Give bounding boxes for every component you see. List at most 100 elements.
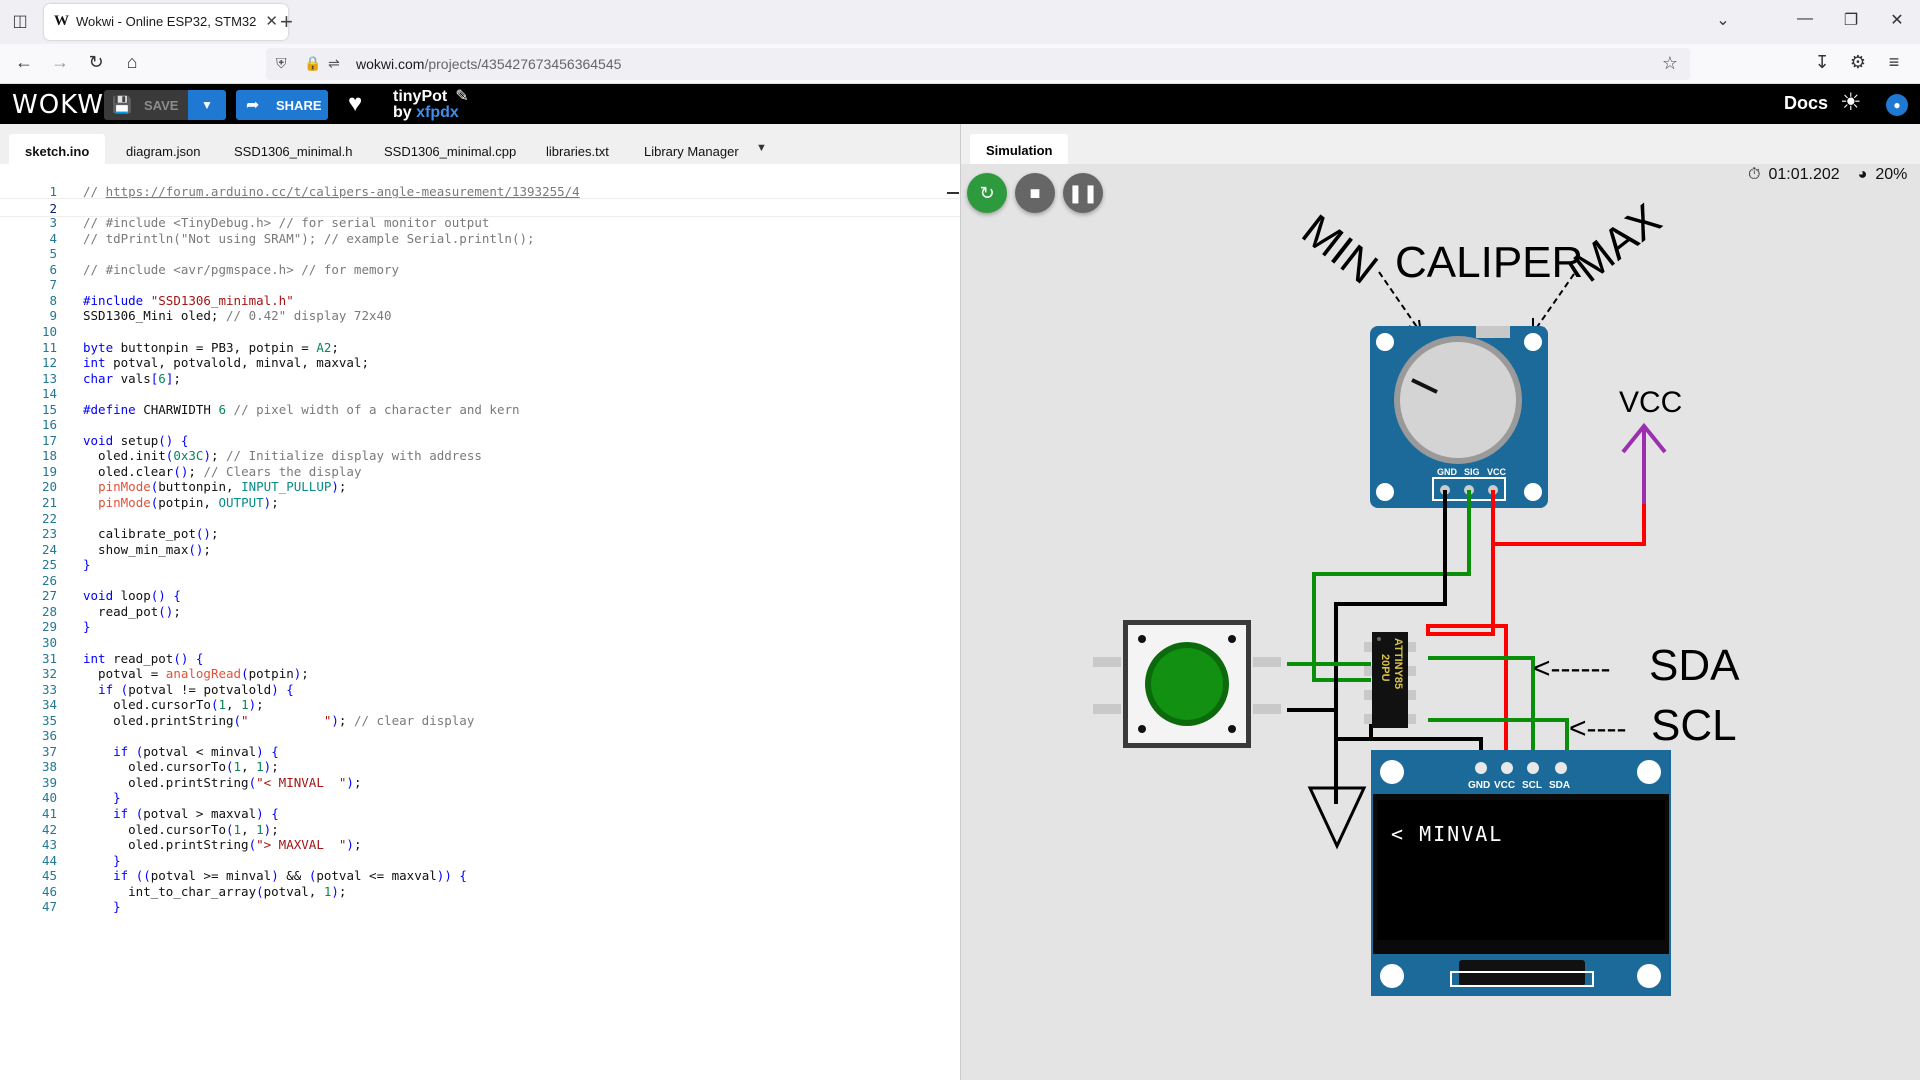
wokwi-logo[interactable]: WOKWi xyxy=(12,90,112,120)
code-text[interactable]: if (potval != potvalold) { xyxy=(98,681,294,697)
code-line[interactable]: 42 oled.cursorTo(1, 1); xyxy=(0,820,960,839)
code-text[interactable]: } xyxy=(113,899,121,915)
code-text[interactable]: } xyxy=(113,790,121,806)
theme-sun-icon[interactable]: ☀ xyxy=(1840,89,1862,116)
code-line[interactable]: 19 oled.clear(); // Clears the display xyxy=(0,462,960,481)
restore-icon[interactable]: ❐ xyxy=(1843,12,1859,29)
circuit-canvas[interactable]: MIN CALIPER MAX GND SIG VCC xyxy=(961,164,1920,1080)
code-line[interactable]: 39 oled.printString("< MINVAL "); xyxy=(0,773,960,792)
code-text[interactable]: oled.cursorTo(1, 1); xyxy=(83,697,264,713)
code-text[interactable]: void loop() { xyxy=(83,588,181,604)
code-line[interactable]: 32 potval = analogRead(potpin); xyxy=(0,664,960,683)
code-text[interactable]: if (potval > maxval) { xyxy=(113,806,279,821)
code-line[interactable]: 47 } xyxy=(0,897,960,916)
code-line[interactable]: 44 } xyxy=(0,851,960,870)
code-text[interactable]: SSD1306_Mini oled; // 0.42" display 72x4… xyxy=(83,308,392,324)
tab-ssd1306-h[interactable]: SSD1306_minimal.h xyxy=(234,144,353,159)
code-line[interactable]: 3// #include <TinyDebug.h> // for serial… xyxy=(0,213,960,232)
wire-button-black[interactable] xyxy=(1287,708,1338,804)
edit-pencil-icon[interactable]: ✎ xyxy=(455,88,469,105)
code-line[interactable]: 15#define CHARWIDTH 6 // pixel width of … xyxy=(0,400,960,419)
code-text[interactable]: oled.printString("< MINVAL "); xyxy=(83,774,362,790)
code-text[interactable]: oled.cursorTo(1, 1); xyxy=(83,759,279,775)
save-button[interactable]: 💾 SAVE xyxy=(104,90,188,120)
like-heart-icon[interactable]: ♥ xyxy=(348,90,363,117)
code-line[interactable]: 34 oled.cursorTo(1, 1); xyxy=(0,695,960,714)
code-text[interactable]: char vals[6]; xyxy=(83,370,181,386)
pushbutton-cap[interactable] xyxy=(1151,648,1223,720)
code-line[interactable]: 43 oled.printString("> MAXVAL "); xyxy=(0,835,960,854)
code-text[interactable]: // tdPrintln("Not using SRAM"); // examp… xyxy=(83,230,535,246)
code-text[interactable]: oled.clear(); // Clears the display xyxy=(83,463,362,479)
code-line[interactable]: 14 xyxy=(0,384,960,403)
code-line[interactable]: 1// https://forum.arduino.cc/t/calipers-… xyxy=(0,182,960,201)
code-text[interactable]: } xyxy=(83,619,91,635)
code-line[interactable]: 33 if (potval != potvalold) { xyxy=(0,680,960,699)
code-line[interactable]: 46 int_to_char_array(potval, 1); xyxy=(0,882,960,901)
project-title[interactable]: tinyPot✎ xyxy=(393,88,469,105)
wire-sda-green[interactable] xyxy=(1428,656,1535,774)
code-line[interactable]: 38 oled.cursorTo(1, 1); xyxy=(0,757,960,776)
pot-knob[interactable] xyxy=(1400,342,1516,458)
code-line[interactable]: 28 read_pot(); xyxy=(0,602,960,621)
close-window-icon[interactable]: ✕ xyxy=(1890,12,1904,29)
minimize-icon[interactable]: — xyxy=(1797,10,1813,27)
tab-library-manager[interactable]: Library Manager xyxy=(644,144,739,159)
forward-icon[interactable]: → xyxy=(51,52,69,72)
new-tab-icon[interactable]: + xyxy=(280,9,293,34)
code-text[interactable]: // #include <TinyDebug.h> // for serial … xyxy=(83,215,490,231)
docs-link[interactable]: Docs xyxy=(1784,93,1829,113)
tab-libraries-txt[interactable]: libraries.txt xyxy=(546,144,609,159)
tab-diagram-json[interactable]: diagram.json xyxy=(126,144,201,159)
code-text[interactable]: calibrate_pot(); xyxy=(83,526,219,542)
tab-list-icon[interactable]: ◫ xyxy=(12,13,28,30)
code-line[interactable]: 5 xyxy=(0,244,960,263)
code-line[interactable]: 36 xyxy=(0,726,960,745)
code-text[interactable]: oled.cursorTo(1, 1); xyxy=(83,821,279,837)
list-all-tabs-icon[interactable]: ⌄ xyxy=(1716,12,1730,29)
code-text[interactable]: oled.init(0x3C); // Initialize display w… xyxy=(83,448,482,464)
tab-sketch-ino[interactable]: sketch.ino xyxy=(9,134,106,164)
restart-button[interactable]: ↻ xyxy=(967,173,1007,213)
code-line[interactable]: 26 xyxy=(0,571,960,590)
code-line[interactable]: 6// #include <avr/pgmspace.h> // for mem… xyxy=(0,260,960,279)
code-text[interactable]: } xyxy=(113,852,121,868)
code-text[interactable]: int potval, potvalold, minval, maxval; xyxy=(83,355,369,371)
code-text[interactable]: // #include <avr/pgmspace.h> // for memo… xyxy=(83,261,400,277)
code-line[interactable]: 21 pinMode(potpin, OUTPUT); xyxy=(0,493,960,512)
user-avatar[interactable]: ● xyxy=(1886,94,1908,116)
code-text[interactable]: if (potval < minval) { xyxy=(113,743,279,759)
wire-sig-green[interactable] xyxy=(1312,490,1471,682)
code-text[interactable]: // https://forum.arduino.cc/t/calipers-a… xyxy=(83,184,580,199)
home-icon[interactable]: ⌂ xyxy=(126,52,138,72)
reload-icon[interactable]: ↻ xyxy=(88,52,104,72)
attiny85-chip[interactable]: ATTINY85 20PU xyxy=(1364,632,1416,728)
code-line[interactable]: 24 show_min_max(); xyxy=(0,540,960,559)
code-text[interactable]: #include "SSD1306_minimal.h" xyxy=(83,292,294,308)
code-line[interactable]: 40 } xyxy=(0,788,960,807)
code-line[interactable]: 30 xyxy=(0,633,960,652)
code-text[interactable]: read_pot(); xyxy=(83,603,181,619)
code-text[interactable]: #define CHARWIDTH 6 // pixel width of a … xyxy=(83,401,520,417)
wire-vcc-red[interactable] xyxy=(1491,490,1646,546)
code-text[interactable]: int_to_char_array(potval, 1); xyxy=(83,883,347,899)
code-text[interactable]: if ((potval >= minval) && (potval <= max… xyxy=(113,868,467,884)
code-line[interactable]: 41 if (potval > maxval) { xyxy=(0,804,960,823)
url-bar[interactable]: ⛨ 🔒 ⇌ wokwi.com/projects/435427673456364… xyxy=(266,48,1690,80)
code-text[interactable]: } xyxy=(83,557,91,573)
shield-icon[interactable]: ⛨ xyxy=(276,55,287,71)
save-dropdown-button[interactable]: ▼ xyxy=(188,90,226,120)
code-line[interactable]: 2 xyxy=(0,197,960,217)
permissions-icon[interactable]: ⇌ xyxy=(328,55,340,71)
author-link[interactable]: xfpdx xyxy=(416,104,459,121)
oled-display-module[interactable]: GND VCC SCL SDA < MINVAL xyxy=(1371,750,1671,996)
code-line[interactable]: 45 if ((potval >= minval) && (potval <= … xyxy=(0,866,960,885)
potentiometer-module[interactable]: GND SIG VCC xyxy=(1370,326,1548,508)
code-text[interactable]: show_min_max(); xyxy=(83,541,211,557)
tabs-dropdown-icon[interactable]: ▼ xyxy=(756,142,767,154)
